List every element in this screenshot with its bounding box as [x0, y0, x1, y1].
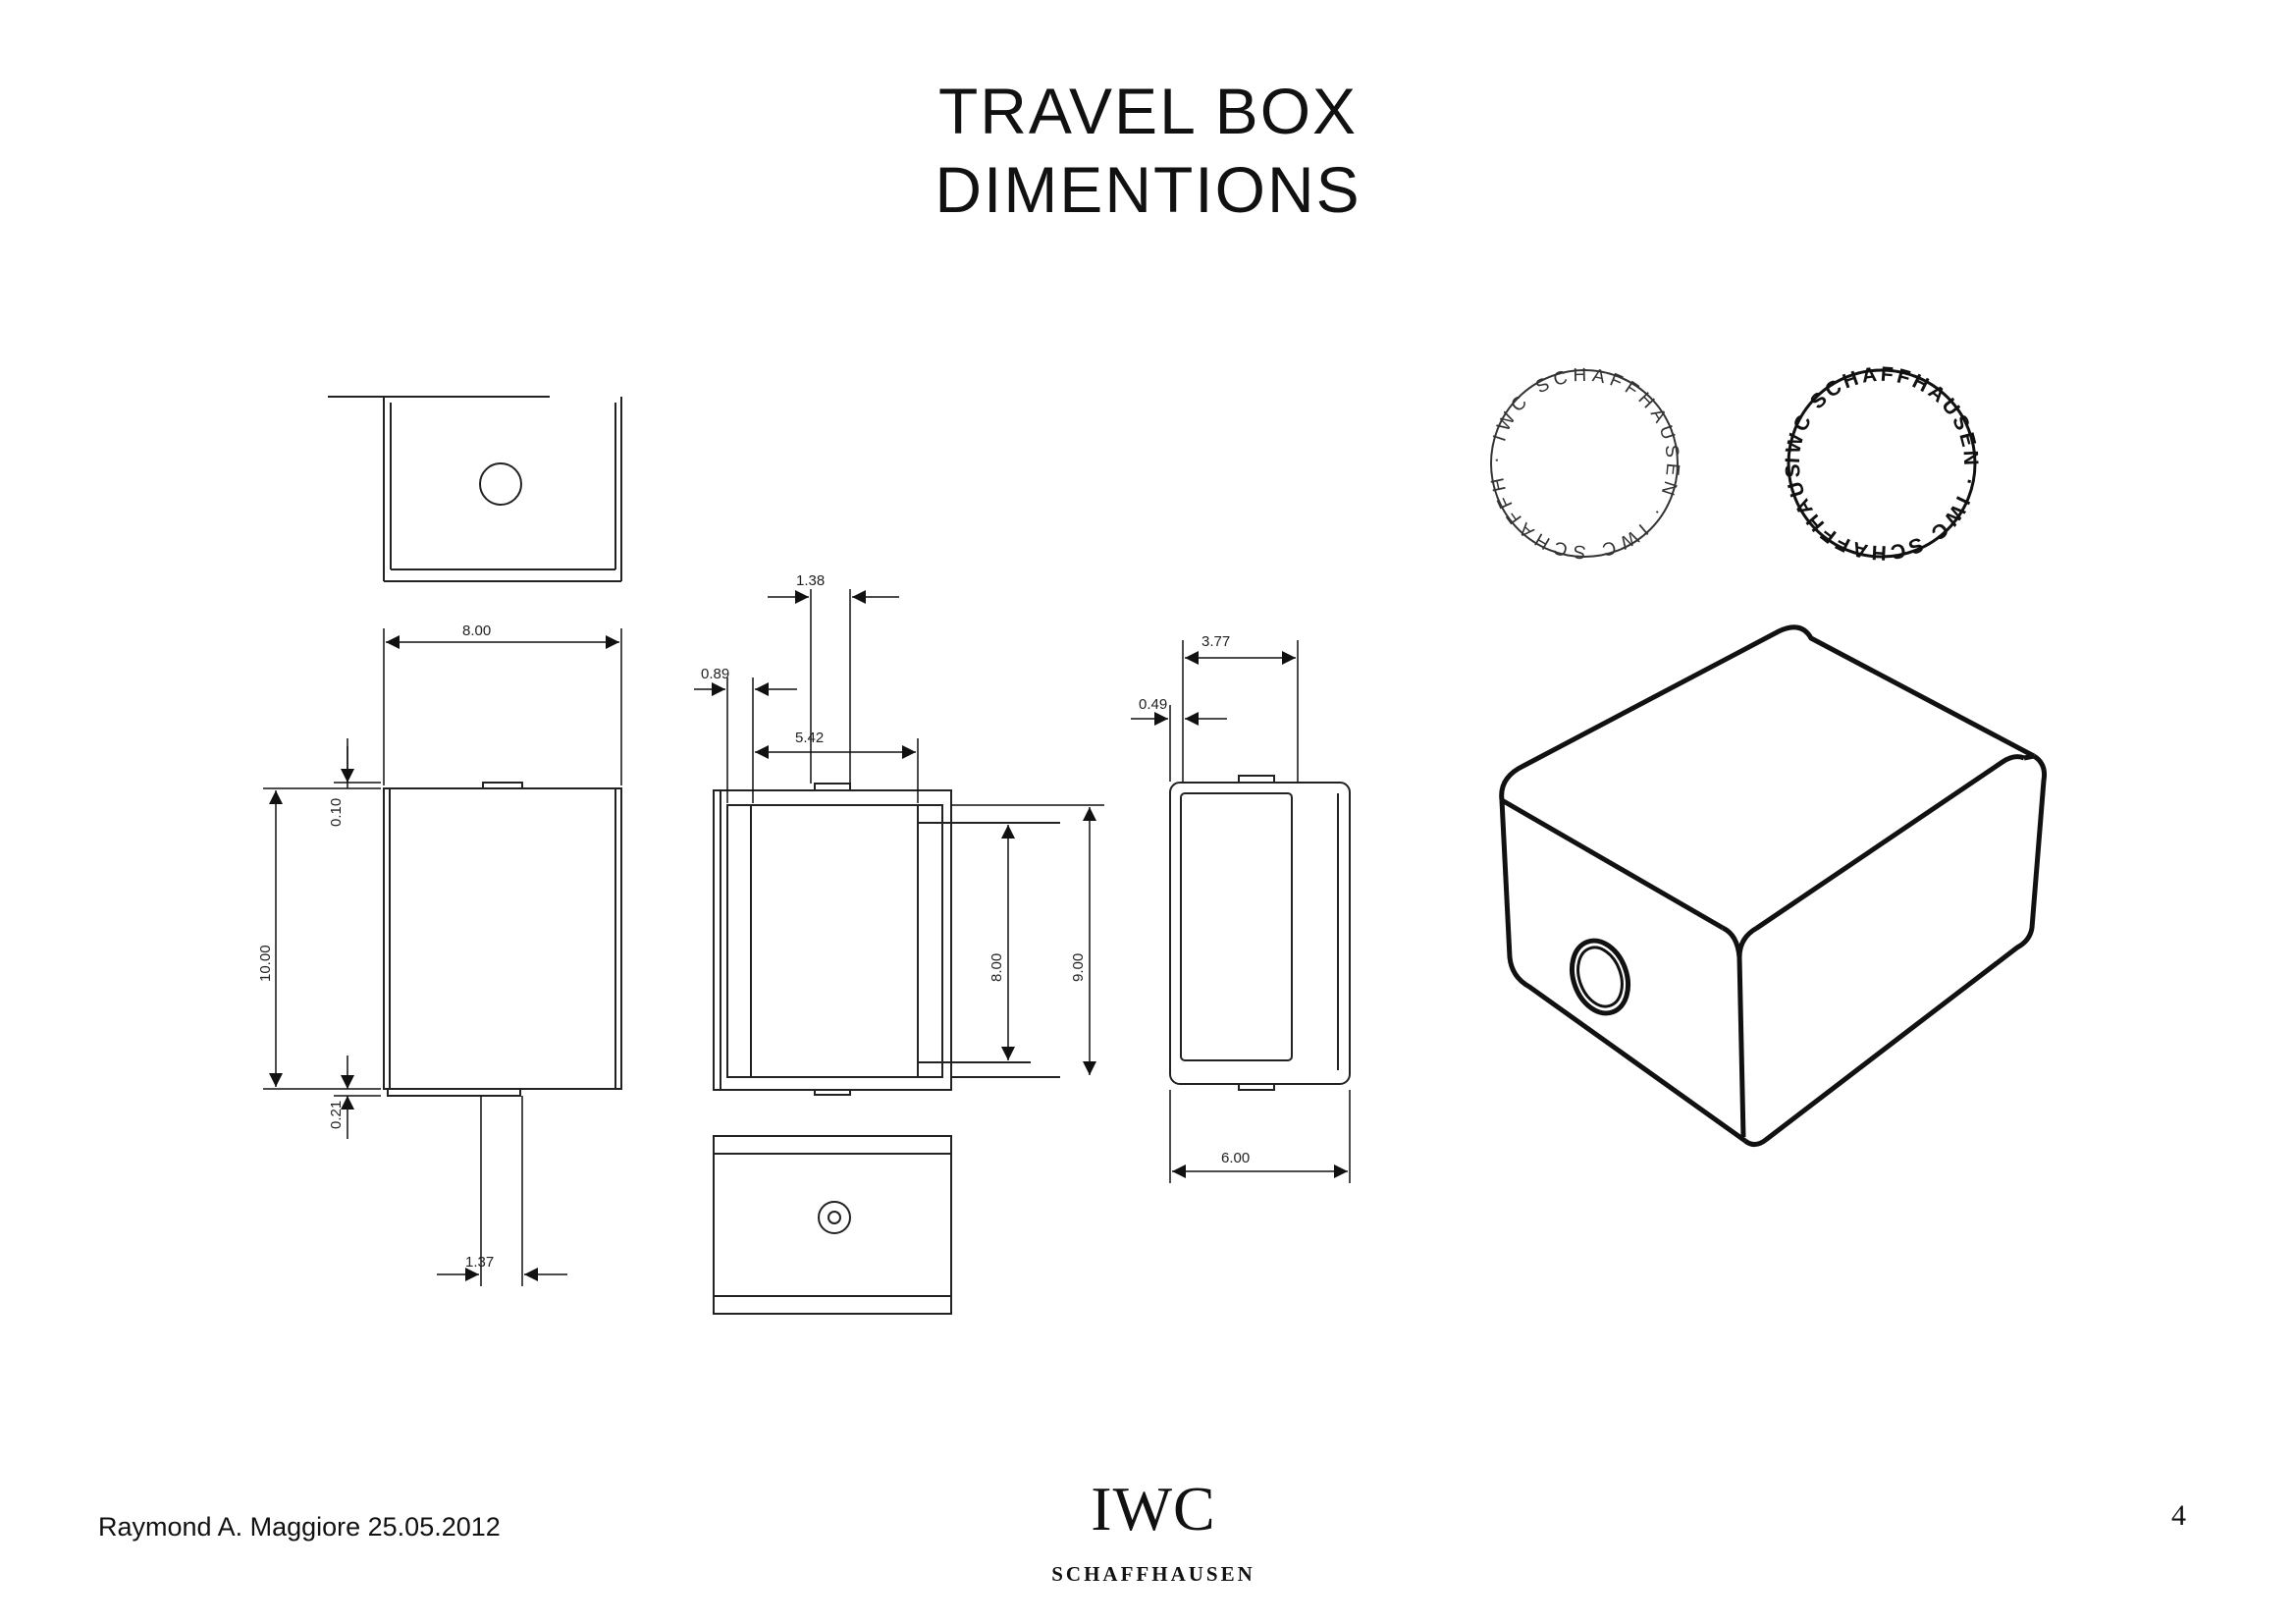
title-line-1: TRAVEL BOX [937, 75, 1359, 147]
dim-tab-0-21: 0.21 [328, 1101, 345, 1129]
front-view-dimensions [263, 628, 622, 1286]
page-number: 4 [2171, 1499, 2186, 1532]
logo-main: IWC [1091, 1474, 1216, 1543]
dim-inner-5-42: 5.42 [795, 730, 824, 746]
dim-outer-9-00: 9.00 [1070, 953, 1087, 982]
dim-width-8-00: 8.00 [462, 623, 491, 639]
top-view-hole [479, 462, 522, 506]
dim-offset-0-89: 0.89 [701, 666, 729, 682]
seal-2-lettering: IWC SCHAFFHAUSEN · IWC SCHAFFHAUSEN · [0, 0, 1982, 564]
seal-2: IWC SCHAFFHAUSEN · IWC SCHAFFHAUSEN · [0, 0, 1982, 564]
top-view [328, 396, 622, 582]
dim-top-1-38: 1.38 [796, 572, 825, 589]
middle-view [713, 783, 1060, 1096]
seal-1-lettering: · IWC SCHAFFHAUSEN · IWC SCHAFFHAUSEN [0, 0, 1682, 562]
dim-tab-0-10: 0.10 [328, 798, 345, 827]
dim-depth-6-00: 6.00 [1221, 1150, 1250, 1166]
title-line-2: DIMENTIONS [934, 153, 1362, 226]
logo-sub: SCHAFFHAUSEN [1051, 1562, 1255, 1586]
middle-view-dimensions [694, 589, 1104, 1075]
seal-1: · IWC SCHAFFHAUSEN · IWC SCHAFFHAUSEN [0, 0, 1682, 562]
dim-height-10-00: 10.00 [257, 945, 274, 982]
dim-side-3-77: 3.77 [1201, 633, 1230, 650]
bottom-view [713, 1135, 952, 1315]
dim-tab-1-37: 1.37 [465, 1254, 494, 1271]
iwc-logo: IWC SCHAFFHAUSEN [991, 1478, 1315, 1587]
dim-side-0-49: 0.49 [1139, 696, 1167, 713]
dim-inner-8-00: 8.00 [988, 953, 1005, 982]
side-view [1169, 775, 1351, 1091]
side-view-dimensions [1131, 640, 1351, 1183]
isometric-view [1499, 624, 2047, 1147]
footer-author-date: Raymond A. Maggiore 25.05.2012 [98, 1512, 501, 1542]
front-view [383, 782, 622, 1097]
